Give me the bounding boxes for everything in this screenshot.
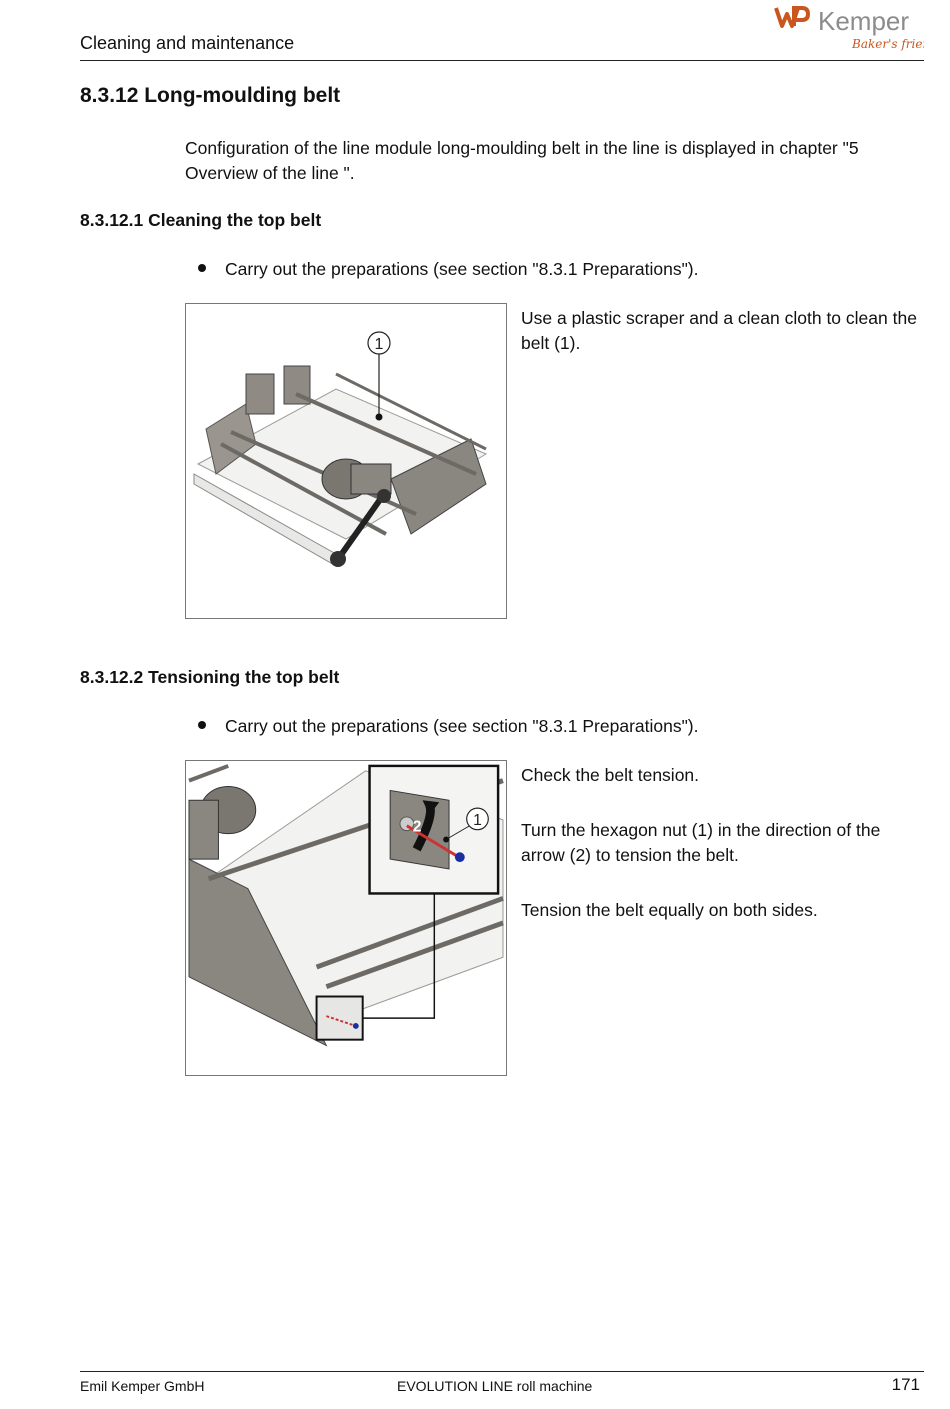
tensioning-step-1: Check the belt tension.: [521, 765, 700, 785]
tensioning-step-3: Tension the belt equally on both sides.: [521, 900, 818, 920]
bullet-text: Carry out the preparations (see section …: [225, 716, 699, 736]
footer-product: EVOLUTION LINE roll machine: [397, 1378, 593, 1394]
callout-belt-label: 1: [375, 336, 384, 353]
bullet-preparations-1: Carry out the preparations (see section …: [198, 259, 699, 280]
page-number: 171: [891, 1375, 920, 1394]
callout-nut-label: 1: [473, 812, 482, 829]
header-divider: [80, 60, 924, 61]
cleaning-step: Use a plastic scraper and a clean cloth …: [521, 308, 917, 353]
bullet-preparations-2: Carry out the preparations (see section …: [198, 716, 699, 737]
wp-monogram-icon: [774, 6, 811, 28]
footer-company: Emil Kemper GmbH: [80, 1378, 205, 1394]
logo-wordmark: Kemper: [818, 6, 909, 36]
figure-cleaning-belt: 1: [185, 303, 507, 619]
tensioning-instructions: Check the belt tension. Turn the hexagon…: [521, 763, 921, 953]
kemper-logo: Kemper Baker's friend: [772, 2, 938, 56]
cleaning-instructions: Use a plastic scraper and a clean cloth …: [521, 306, 921, 386]
footer-divider: [80, 1371, 924, 1372]
callout-arrow-label: 2: [413, 819, 422, 836]
logo-tagline: Baker's friend: [851, 37, 924, 51]
section-heading: 8.3.12 Long-moulding belt: [80, 84, 341, 107]
bullet-dot-icon: [198, 264, 206, 272]
subsection-heading-tensioning: 8.3.12.2 Tensioning the top belt: [80, 667, 340, 687]
figure-tensioning-belt: 2 1: [185, 760, 507, 1076]
section-intro: Configuration of the line module long-mo…: [185, 138, 859, 183]
bullet-text: Carry out the preparations (see section …: [225, 259, 699, 279]
subsection-heading-cleaning: 8.3.12.1 Cleaning the top belt: [80, 210, 322, 230]
bullet-dot-icon: [198, 721, 206, 729]
header-title: Cleaning and maintenance: [80, 33, 295, 53]
tensioning-step-2: Turn the hexagon nut (1) in the directio…: [521, 820, 881, 865]
